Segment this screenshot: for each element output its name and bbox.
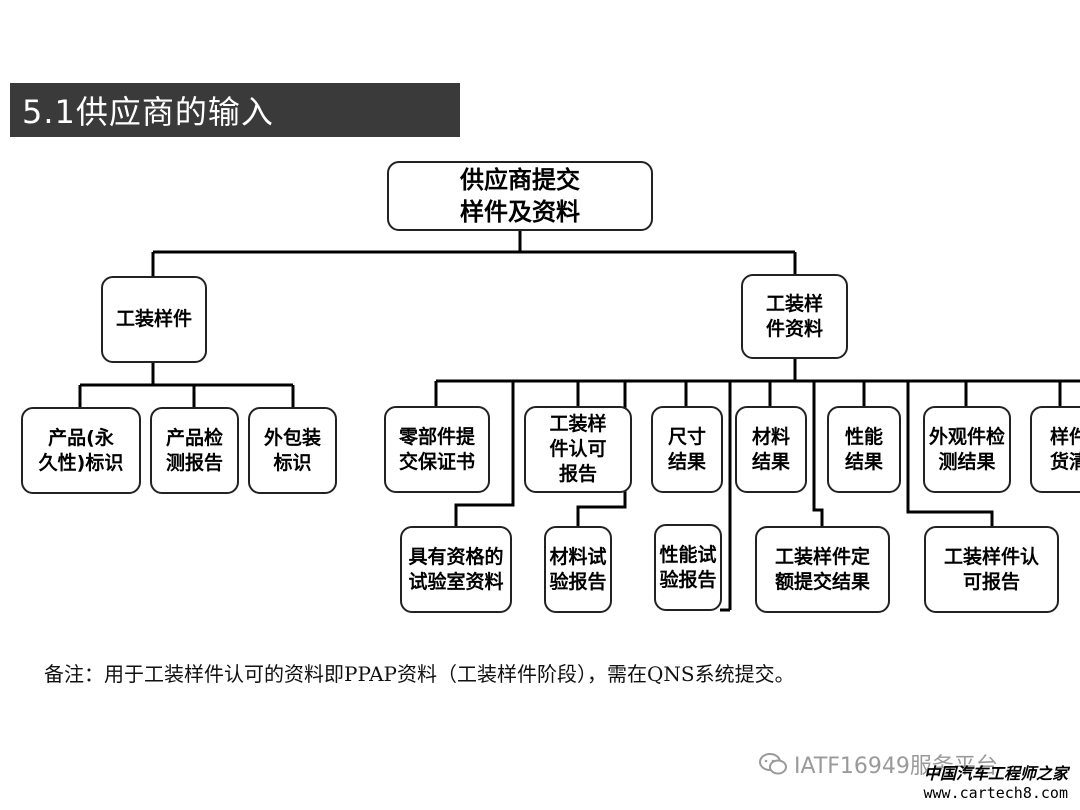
wechat-icon <box>759 753 787 775</box>
node-dimension-results: 尺寸 结果 <box>651 406 723 493</box>
section-title: 5.1供应商的输入 <box>10 83 460 137</box>
node-sample-shipment: 样件 货清 <box>1030 406 1080 493</box>
brand-url: www.cartech8.com <box>923 784 1069 802</box>
node-tooling-quota-results: 工装样件定 额提交结果 <box>755 526 890 613</box>
watermark: IATF16949服务平台 <box>758 748 998 780</box>
node-product-test-report: 产品检 测报告 <box>150 407 239 494</box>
node-outer-package-id: 外包装 标识 <box>248 407 337 494</box>
node-material-test-report: 材料试 验报告 <box>544 526 612 613</box>
node-material-results: 材料 结果 <box>735 406 807 493</box>
root-node: 供应商提交 样件及资料 <box>387 161 653 231</box>
node-tooling-docs: 工装样 件资料 <box>741 274 848 359</box>
brand-name: 中国汽车工程师之家 <box>923 764 1068 783</box>
watermark-text: IATF16949服务平台 <box>794 754 998 779</box>
node-tooling-sample: 工装样件 <box>101 276 207 363</box>
node-performance-results: 性能 结果 <box>827 406 901 493</box>
node-product-permanent-id: 产品(永 久性)标识 <box>21 407 141 494</box>
node-appearance-results: 外观件检 测结果 <box>923 406 1011 493</box>
footnote: 备注：用于工装样件认可的资料即PPAP资料（工装样件阶段），需在QNS系统提交。 <box>44 662 795 686</box>
node-part-submission-warrant: 零部件提 交保证书 <box>384 406 490 493</box>
node-tooling-approval-report: 工装样 件认可 报告 <box>524 406 632 493</box>
node-qualified-lab-docs: 具有资格的 试验室资料 <box>400 526 512 613</box>
node-tooling-approval-report-2: 工装样件认 可报告 <box>924 526 1059 613</box>
node-performance-test-report: 性能试 验报告 <box>654 524 722 611</box>
